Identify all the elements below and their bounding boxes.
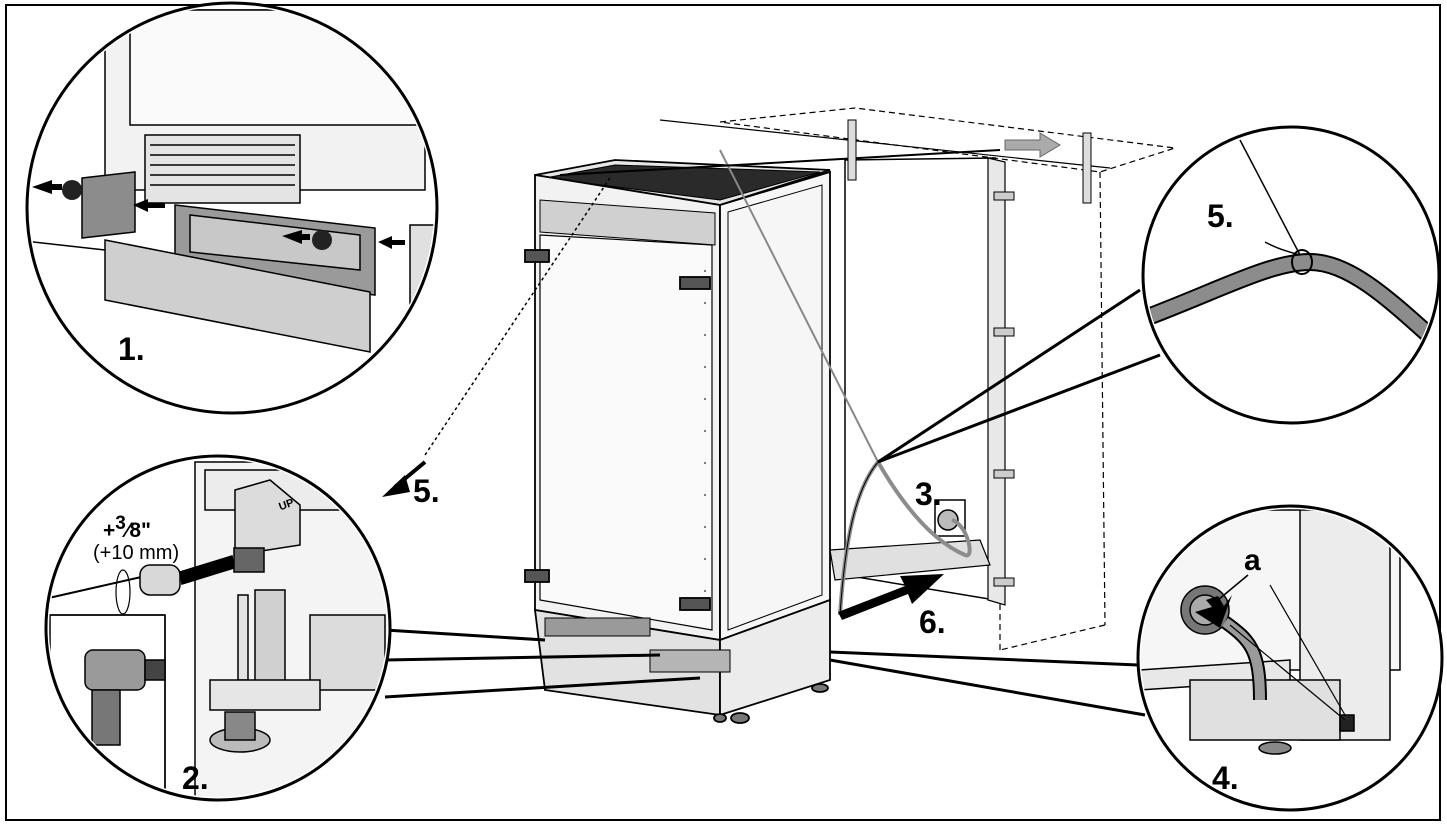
- water-connector: [934, 499, 966, 537]
- cabinet-bracket-left: [847, 119, 857, 181]
- step-4-label: 4.: [1212, 760, 1239, 796]
- detail-circle-2: [44, 454, 392, 802]
- connector-a-label: a: [1244, 544, 1261, 577]
- arrow-5-main: [382, 460, 427, 497]
- step-5-detail-label: 5.: [1207, 198, 1234, 234]
- adjust-numerator: 3: [115, 513, 126, 534]
- step-5-main-label: 5.: [413, 473, 440, 509]
- adjust-denominator: 8: [129, 519, 142, 542]
- water-hose-outline: [839, 461, 879, 616]
- detail-circle-5: [1141, 125, 1441, 425]
- arrow-6-push: [838, 574, 944, 620]
- callout-lines: [384, 288, 1161, 717]
- adjust-measurement-inch: +3⁄8": [103, 513, 152, 542]
- detail-circle-1: [25, 1, 439, 415]
- detail-circle-4: [1136, 504, 1444, 812]
- top-reference-line-2: [559, 149, 1001, 176]
- step-2-label: 2.: [182, 760, 209, 796]
- adjust-prefix: +: [103, 519, 116, 542]
- adjust-unit: ": [141, 519, 152, 542]
- refrigerator: [524, 159, 831, 724]
- adjust-measurement-mm: (+10 mm): [93, 542, 180, 564]
- tie-cord: [719, 149, 879, 463]
- step-6-label: 6.: [919, 604, 946, 640]
- cabinet-bracket-right: [1082, 132, 1092, 204]
- arrow-top-grey: [1004, 132, 1061, 158]
- floor-rail: [829, 539, 991, 581]
- top-reference-line: [659, 119, 1111, 169]
- cabinet-wall-panel: [844, 157, 1015, 606]
- pull-cord-dotted: [424, 177, 611, 456]
- diagram-frame: [5, 4, 1441, 821]
- step-3-label: 3.: [915, 476, 942, 512]
- step-1-label: 1.: [118, 331, 145, 367]
